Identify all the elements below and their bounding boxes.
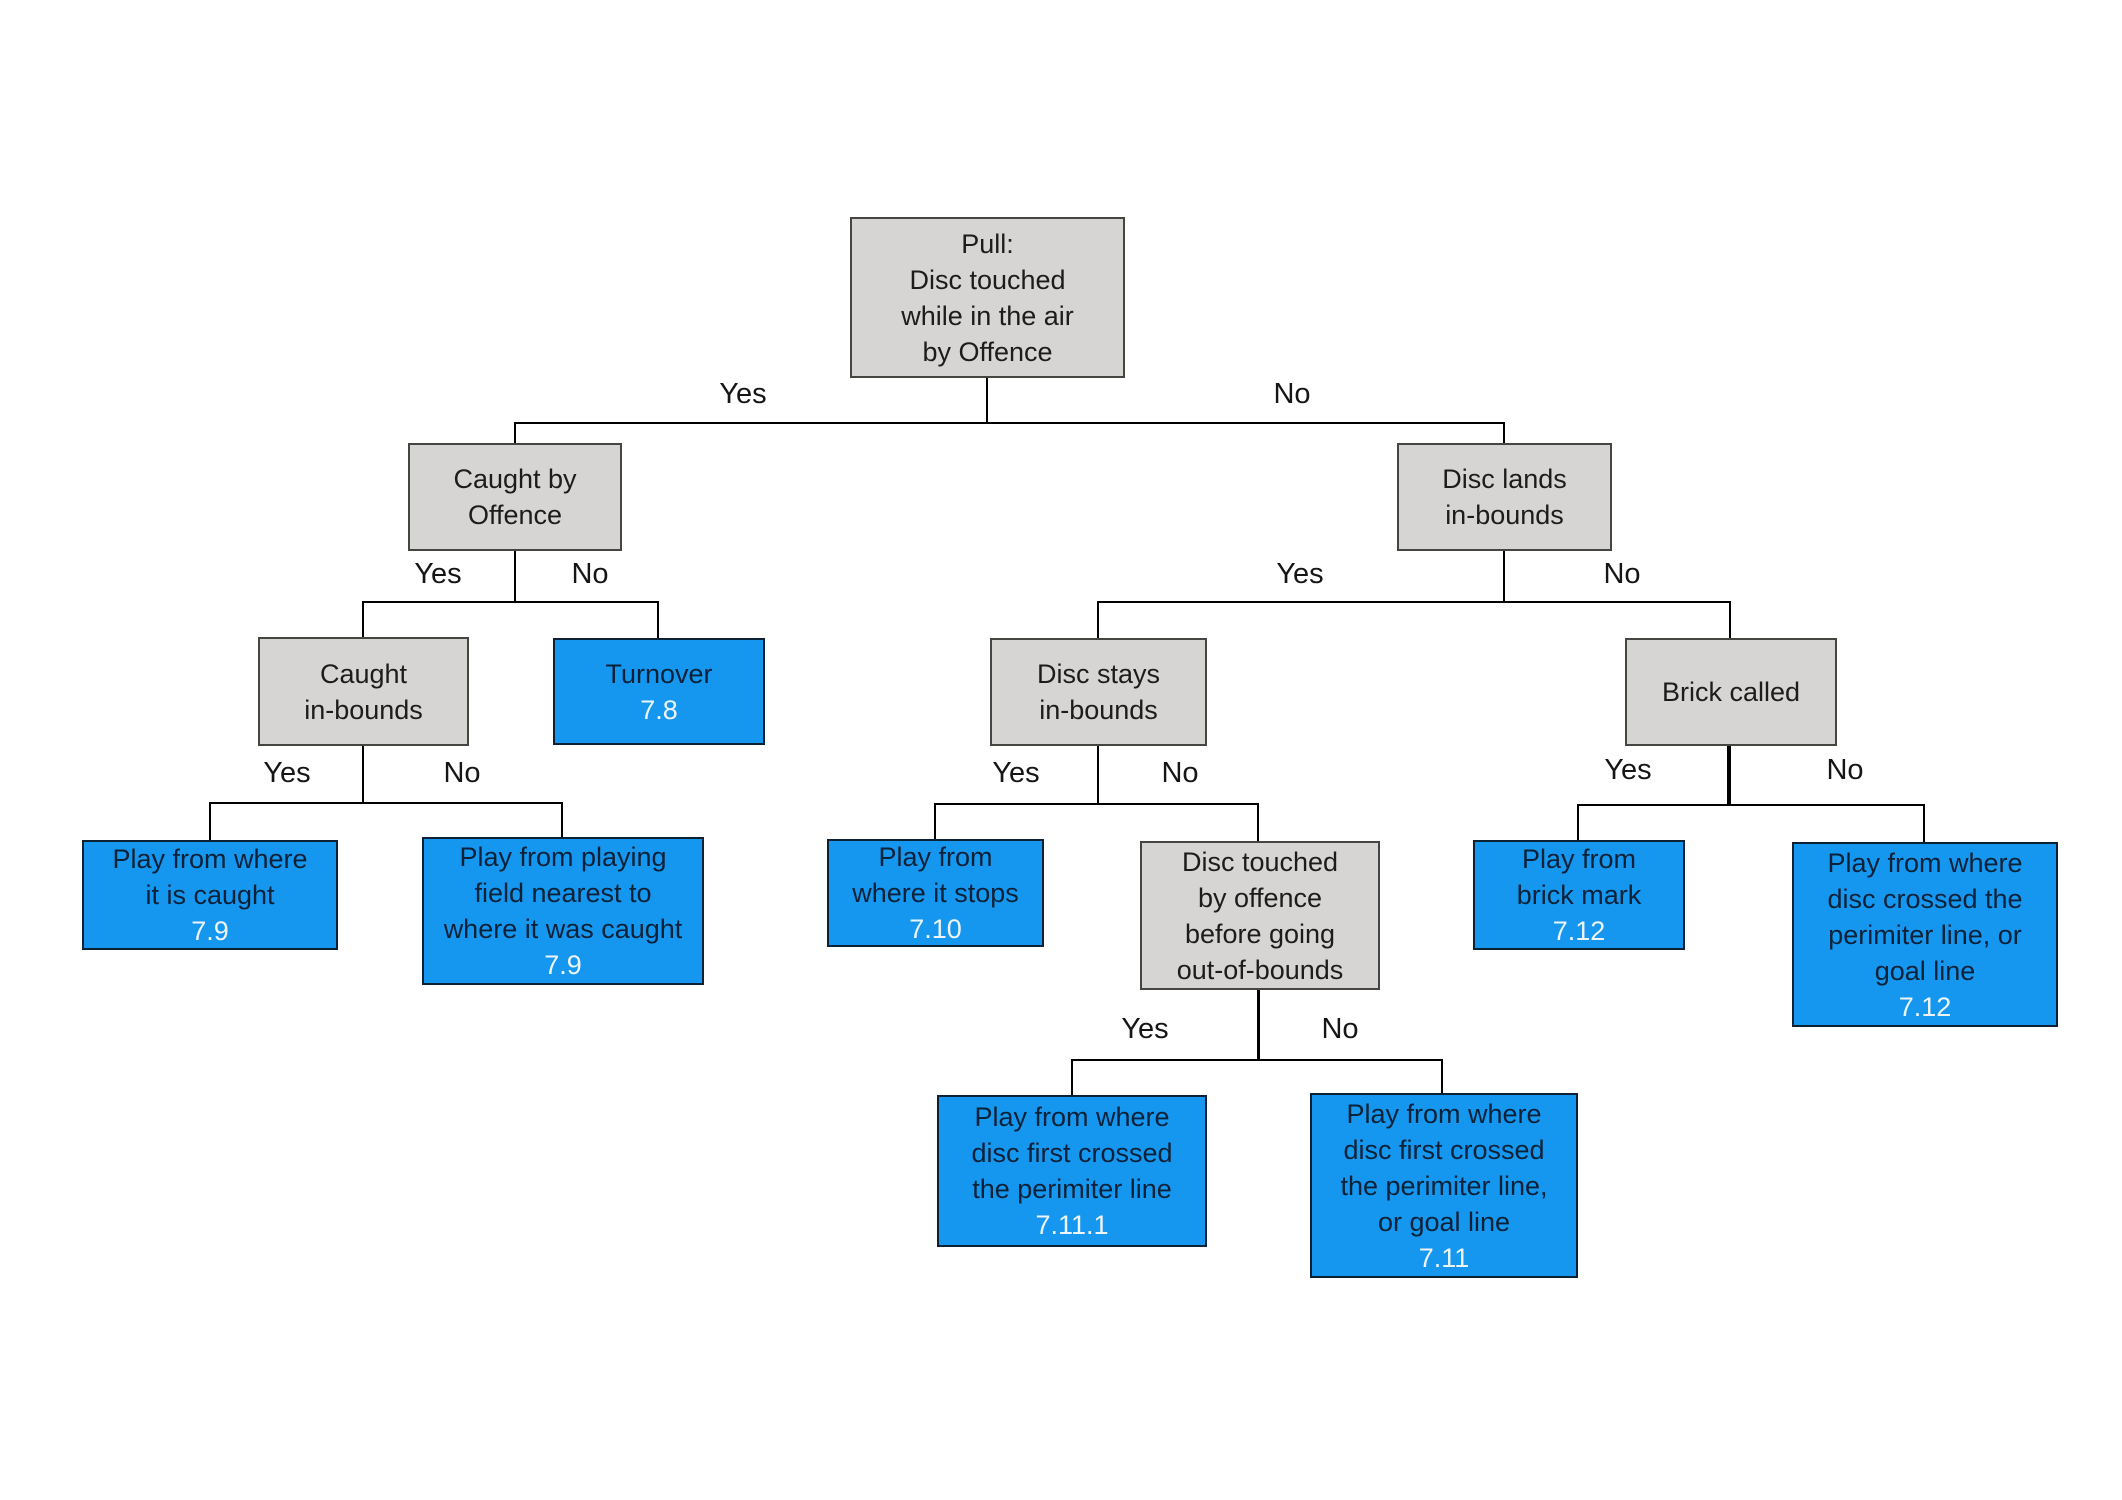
node-turnover: Turnover 7.8: [553, 638, 765, 745]
connector-dli-rail: [1097, 601, 1731, 603]
node-play-where-caught-text: Play from where it is caught: [112, 844, 308, 910]
connector-bc-rail: [1577, 804, 1925, 806]
connector-root-no-drop: [1503, 422, 1505, 443]
connector-bc-no-drop: [1923, 804, 1925, 842]
connector-cbo-no-drop: [657, 601, 659, 638]
edge-label-no-cbo: No: [571, 558, 609, 590]
node-play-crossed-perimiter-goal-ref: 7.12: [1898, 991, 1952, 1022]
edge-label-yes-dtb: Yes: [1121, 1013, 1169, 1045]
node-disc-touched-before-oob: Disc touched by offence before going out…: [1140, 841, 1380, 990]
node-pull-root: Pull: Disc touched while in the air by O…: [850, 217, 1125, 378]
connector-dsi-rail: [934, 803, 1259, 805]
node-play-first-crossed-goal-text: Play from where disc first crossed the p…: [1340, 1098, 1548, 1237]
node-play-where-stops: Play from where it stops 7.10: [827, 839, 1044, 947]
node-pull-root-text: Pull: Disc touched while in the air by O…: [901, 228, 1074, 367]
node-disc-stays-inbounds: Disc stays in-bounds: [990, 638, 1207, 746]
node-disc-lands-inbounds-text: Disc lands in-bounds: [1442, 464, 1567, 530]
connector-cbo-yes-drop: [362, 601, 364, 637]
node-play-crossed-perimiter-goal: Play from where disc crossed the perimit…: [1792, 842, 2058, 1027]
connector-dtb-stem: [1257, 990, 1260, 1060]
connector-dli-no-drop: [1729, 601, 1731, 638]
node-caught-inbounds-text: Caught in-bounds: [304, 658, 423, 725]
connector-cib-stem: [362, 746, 364, 803]
node-play-field-nearest-ref: 7.9: [544, 950, 582, 980]
node-play-where-stops-ref: 7.10: [909, 914, 962, 944]
node-caught-by-offence-text: Caught by Offence: [453, 464, 577, 530]
node-play-crossed-perimiter-goal-text: Play from where disc crossed the perimit…: [1827, 847, 2023, 986]
node-play-brick-mark-text: Play from brick mark: [1516, 844, 1642, 910]
node-caught-inbounds: Caught in-bounds: [258, 637, 469, 746]
node-play-where-caught: Play from where it is caught 7.9: [82, 840, 338, 950]
edge-label-no-dsi: No: [1161, 757, 1199, 789]
node-turnover-text: Turnover: [605, 658, 713, 689]
edge-label-no-root: No: [1273, 378, 1311, 410]
connector-dsi-yes-drop: [934, 803, 936, 839]
node-play-where-caught-ref: 7.9: [191, 916, 229, 946]
connector-root-yes-drop: [514, 422, 516, 443]
connector-cib-no-drop: [561, 802, 563, 837]
connector-dsi-stem: [1097, 746, 1099, 804]
connector-root-rail: [515, 422, 1505, 424]
connector-dsi-no-drop: [1257, 803, 1259, 841]
node-disc-stays-inbounds-text: Disc stays in-bounds: [1036, 659, 1161, 725]
connector-bc-stem: [1727, 746, 1731, 805]
edge-label-yes-cbo: Yes: [414, 558, 462, 590]
node-play-first-crossed-perimiter-text: Play from where disc first crossed the p…: [971, 1102, 1173, 1204]
connector-dtb-rail: [1071, 1059, 1442, 1061]
connector-cib-yes-drop: [209, 802, 211, 840]
node-play-first-crossed-perimiter: Play from where disc first crossed the p…: [937, 1095, 1207, 1247]
connector-bc-yes-drop: [1577, 804, 1579, 840]
connector-cbo-rail: [362, 601, 659, 603]
connector-cbo-stem: [514, 551, 516, 602]
edge-label-no-cib: No: [443, 757, 481, 789]
connector-dtb-no-drop: [1441, 1059, 1443, 1093]
edge-label-yes-cib: Yes: [263, 757, 311, 789]
connector-dtb-yes-drop: [1071, 1059, 1073, 1095]
node-caught-by-offence: Caught by Offence: [408, 443, 622, 551]
edge-label-no-dli: No: [1603, 558, 1641, 590]
node-play-first-crossed-goal: Play from where disc first crossed the p…: [1310, 1093, 1578, 1278]
node-disc-lands-inbounds: Disc lands in-bounds: [1397, 443, 1612, 551]
node-play-where-stops-text: Play from where it stops: [852, 842, 1019, 908]
edge-label-no-dtb: No: [1321, 1013, 1359, 1045]
node-brick-called-text: Brick called: [1661, 677, 1801, 707]
node-play-first-crossed-goal-ref: 7.11: [1418, 1242, 1470, 1273]
edge-label-yes-root: Yes: [719, 378, 767, 410]
node-turnover-ref: 7.8: [640, 694, 678, 725]
connector-root-stem: [986, 378, 988, 423]
node-play-brick-mark-ref: 7.12: [1552, 916, 1606, 946]
node-play-brick-mark: Play from brick mark 7.12: [1473, 840, 1685, 950]
node-play-field-nearest: Play from playing field nearest to where…: [422, 837, 704, 985]
node-play-field-nearest-text: Play from playing field nearest to where…: [443, 842, 683, 944]
connector-dli-stem: [1503, 551, 1505, 602]
edge-label-yes-dli: Yes: [1276, 558, 1324, 590]
edge-label-no-bc: No: [1826, 754, 1864, 786]
connector-dli-yes-drop: [1097, 601, 1099, 638]
edge-label-yes-dsi: Yes: [992, 757, 1040, 789]
edge-label-yes-bc: Yes: [1604, 754, 1652, 786]
connector-cib-rail: [209, 802, 563, 804]
node-disc-touched-before-oob-text: Disc touched by offence before going out…: [1176, 846, 1344, 985]
node-play-first-crossed-perimiter-ref: 7.11.1: [1035, 1210, 1109, 1240]
node-brick-called: Brick called: [1625, 638, 1837, 746]
